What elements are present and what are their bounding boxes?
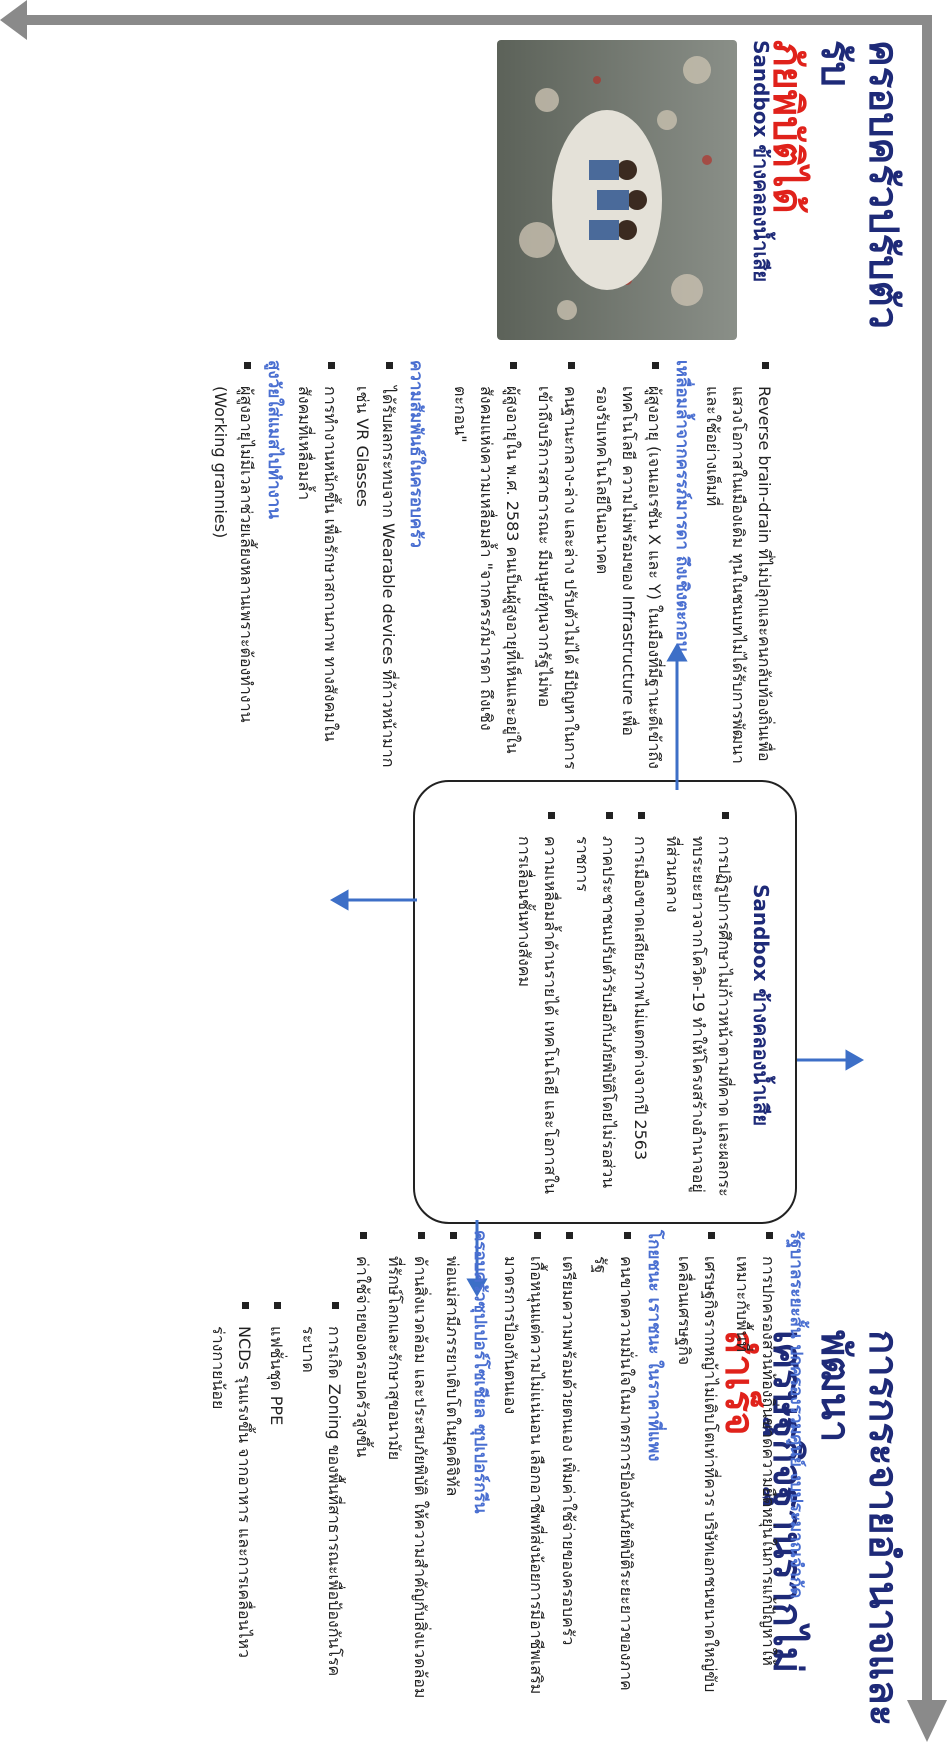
frame-arrowhead-icon [907,1700,947,1742]
government-heading: รัฐบาลระยะสั้น ปกครองรวมศูนย์ งบประมาณจำ… [786,1230,806,1599]
arrowhead-icon [329,889,349,911]
government-list: การปกครองส่วนท้องถิ่นขาดความยืดหยุ่นในกา… [671,1230,781,1700]
list-item: เตรียมความพร้อมด้วยตนเอง เพิ่มค่าใช้จ่าย… [555,1230,581,1700]
right-upper-block: รัฐบาลระยะสั้น ปกครองรวมศูนย์ งบประมาณจำ… [343,1230,807,1700]
list-item: การเกิด Zoning ของพื้นที่สาธารณะเพื่อป้อ… [295,1300,347,1700]
slum-photo-image [497,40,737,340]
list-item: เกื้อหนุนแต่ความไม่แน่นอน เลือกอาชีพที่ส… [497,1230,549,1700]
list-item: คนขาดความมั่นใจในมาตรการป้องกันภัยพิบัติ… [587,1230,639,1700]
list-item: NCDs รุนแรงขึ้น จากอาหาร และการเคลื่อนไห… [205,1300,257,1700]
arrowhead-icon [666,642,688,662]
arrowhead-icon [845,1049,865,1071]
list-item: เศรษฐกิจรากหญ้าไม่เติบโตเท่าที่ควร บริษั… [671,1230,723,1700]
super-social-list: พ่อแม่สามีภรรยาเติบโตในยุคดิจิทัล ด้านสิ… [349,1230,465,1700]
slum-photo [497,40,737,340]
win-expensive-heading: โกยชนะ เราชนะ ในราคาที่แพง [644,1230,664,1462]
right-lower-list: การเกิด Zoning ของพื้นที่สาธารณะเพื่อป้อ… [205,1300,347,1700]
list-item: ด้านสิ่งแวดล้อม และประสบภัยพิบัติ ให้ควา… [381,1230,433,1700]
list-item: พ่อแม่สามีภรรยาเติบโตในยุคดิจิทัล [439,1230,465,1700]
frame-arrowhead-bottom-icon [0,0,27,40]
list-item: แฟชั่นชุด PPE [263,1300,289,1700]
arrowhead-icon [466,1278,488,1298]
win-expensive-list: คนขาดความมั่นใจในมาตรการป้องกันภัยพิบัติ… [497,1230,639,1700]
list-item: ค่าใช้จ่ายของครอบครัวสูงขึ้น [349,1230,375,1700]
list-item: การปกครองส่วนท้องถิ่นขาดความยืดหยุ่นในกา… [729,1230,781,1700]
super-social-heading: ครอบครัวซุปเปอร์โซเชียล ซุปเปอร์กรีน [470,1230,490,1514]
right-lower-block: การเกิด Zoning ของพื้นที่สาธารณะเพื่อป้อ… [199,1300,347,1700]
